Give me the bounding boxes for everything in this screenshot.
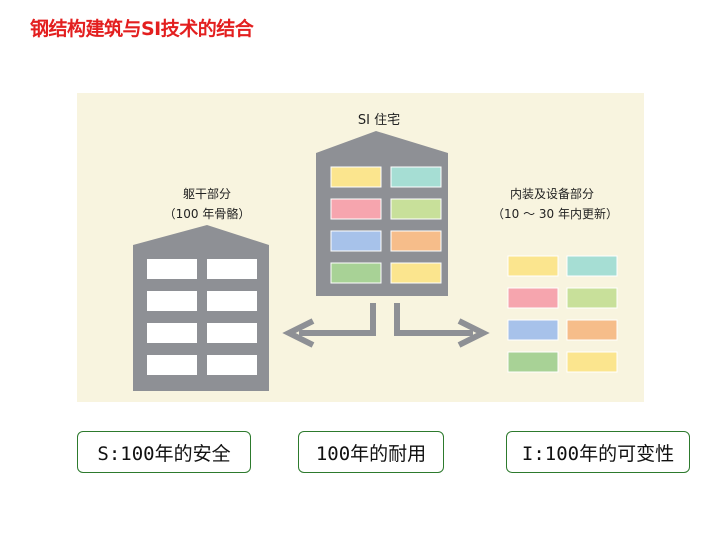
si-window xyxy=(330,262,382,284)
skeleton-window xyxy=(147,323,197,343)
infill-panel xyxy=(507,319,559,341)
infill-label: 内装及设备部分 xyxy=(509,187,594,201)
arrow-right xyxy=(394,303,473,336)
skeleton-window xyxy=(147,259,197,279)
si-window xyxy=(390,262,442,284)
caption-safety: S:100年的安全 xyxy=(77,431,251,473)
infill-panel xyxy=(566,351,618,373)
si-diagram xyxy=(133,131,618,391)
si-label: SI 住宅 xyxy=(357,113,401,128)
arrow-left xyxy=(299,303,376,336)
si-building xyxy=(316,131,448,296)
split-arrow xyxy=(282,303,490,348)
si-window xyxy=(330,166,382,188)
caption-durability: 100年的耐用 xyxy=(298,431,444,473)
skeleton-window xyxy=(147,355,197,375)
skeleton-window xyxy=(207,259,257,279)
skeleton-label: 躯干部分 xyxy=(182,187,231,201)
infill-panel xyxy=(507,287,559,309)
si-window xyxy=(330,230,382,252)
skeleton-window xyxy=(207,291,257,311)
skeleton-window xyxy=(207,355,257,375)
skeleton-building xyxy=(133,225,269,391)
infill-panel xyxy=(566,319,618,341)
infill-sub-label: （10 ～ 30 年内更新） xyxy=(492,207,618,221)
slide-title: 钢结构建筑与SI技术的结合 xyxy=(30,18,254,40)
arrow-left-head xyxy=(282,318,315,348)
si-window xyxy=(330,198,382,220)
diagram-panel: SI 住宅 躯干部分 （100 年骨骼） 内装及设备部分 （10 ～ 30 年内… xyxy=(77,93,644,402)
infill-panel xyxy=(507,255,559,277)
caption-variability: I:100年的可变性 xyxy=(506,431,690,473)
infill-grid xyxy=(507,255,618,373)
infill-panel xyxy=(566,255,618,277)
skeleton-window xyxy=(147,291,197,311)
arrow-right-head xyxy=(457,318,490,348)
infill-panel xyxy=(507,351,559,373)
infill-panel xyxy=(566,287,618,309)
si-window xyxy=(390,230,442,252)
skeleton-window xyxy=(207,323,257,343)
skeleton-sub-label: （100 年骨骼） xyxy=(163,207,251,221)
si-window xyxy=(390,198,442,220)
si-window xyxy=(390,166,442,188)
